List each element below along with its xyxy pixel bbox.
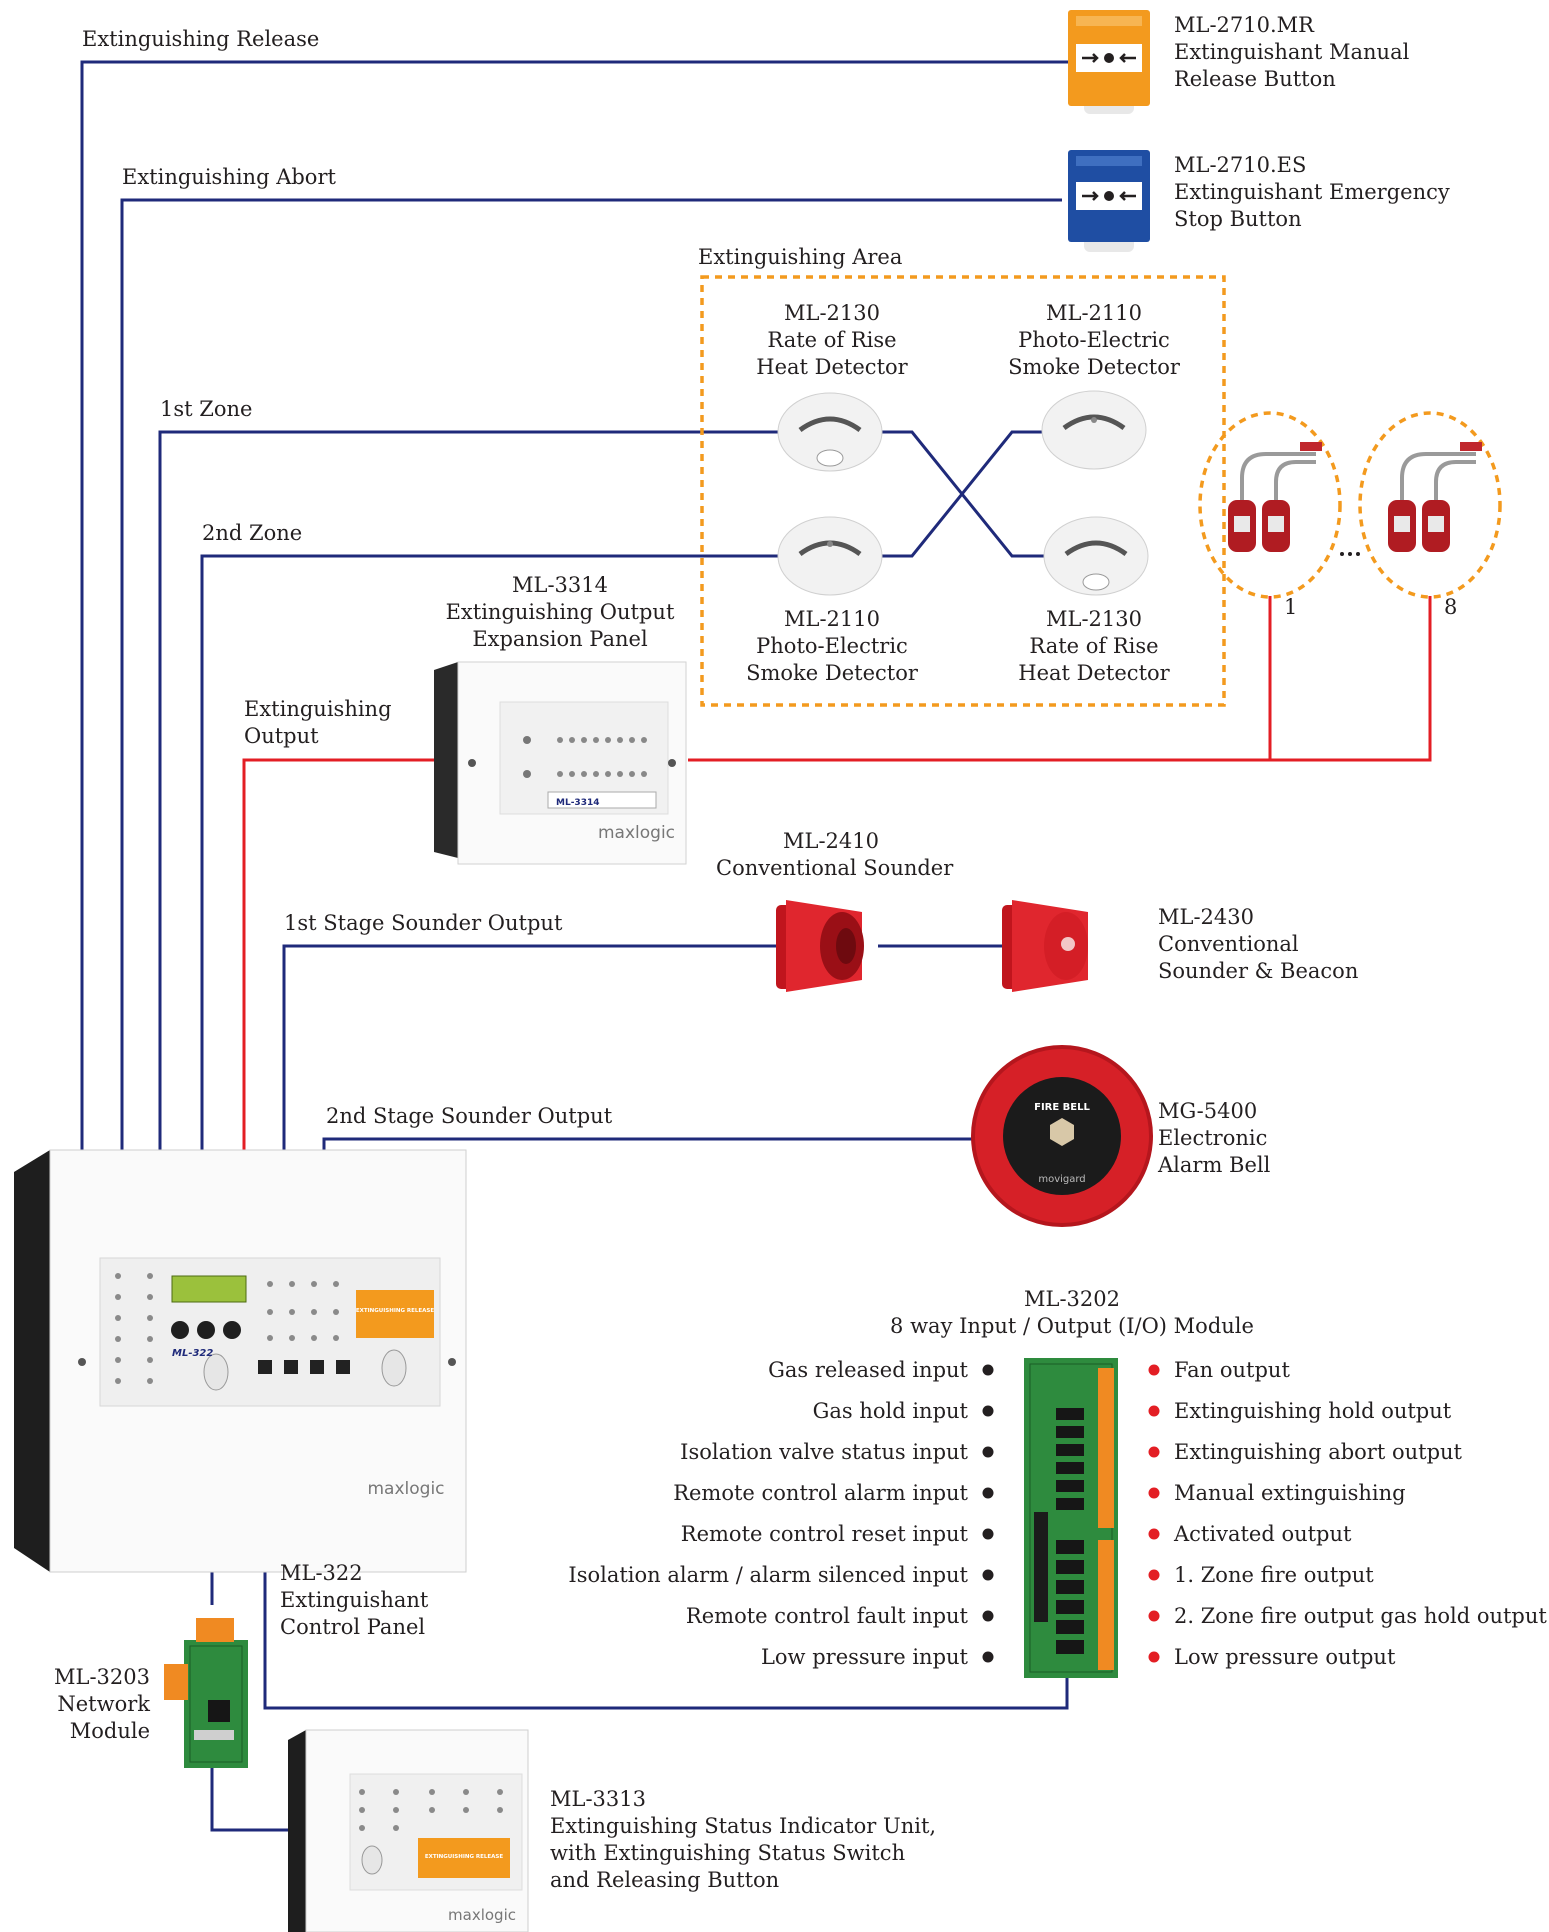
label-zone-1: 1st Zone: [160, 397, 253, 421]
status-indicator-unit-icon: [288, 1729, 529, 1932]
label-cylinder-last: 8: [1444, 595, 1458, 619]
expansion-panel-model-mark: ML-3314: [556, 798, 599, 808]
status-unit-release-label: EXTINGUISHING RELEASE: [425, 1854, 504, 1860]
status-unit-brand: maxlogic: [448, 1906, 516, 1924]
io-input-4: Remote control alarm input: [673, 1481, 968, 1505]
control-panel-icon: [14, 1149, 467, 1573]
wire-network-to-status-unit: [210, 1760, 306, 1832]
wire-extinguishing-release: [80, 60, 1074, 1152]
label-manual-release: ML-2710.MR Extinguishant Manual Release …: [1174, 13, 1410, 91]
extinguishing-area-border: [700, 275, 1226, 707]
gas-cylinder-group-1: [1198, 411, 1342, 599]
wire-zone-1: [158, 430, 782, 1152]
label-zone-2: 2nd Zone: [202, 521, 303, 545]
signal-wiring: [80, 60, 1074, 1832]
io-output-5: Activated output: [1174, 1522, 1352, 1546]
label-extinguishing-output: Extinguishing Output: [244, 697, 392, 748]
label-stage1-sounder: 1st Stage Sounder Output: [284, 911, 563, 935]
output-wiring: [242, 596, 1432, 1162]
io-input-5: Remote control reset input: [680, 1522, 968, 1546]
label-detector-bottom-left: ML-2110 Photo-Electric Smoke Detector: [746, 607, 918, 685]
io-output-7: 2. Zone fire output gas hold output: [1174, 1604, 1547, 1628]
control-panel-brand: maxlogic: [367, 1479, 444, 1499]
io-input-2: Gas hold input: [812, 1399, 968, 1423]
label-io-module: ML-3202 8 way Input / Output (I/O) Modul…: [890, 1287, 1254, 1338]
io-output-1: Fan output: [1174, 1358, 1290, 1382]
sounder-beacon-icon: [1002, 900, 1088, 992]
io-input-6: Isolation alarm / alarm silenced input: [568, 1563, 968, 1587]
io-output-2: Extinguishing hold output: [1174, 1399, 1452, 1423]
label-extinguishing-area: Extinguishing Area: [698, 245, 903, 269]
sounder-icon: [776, 900, 864, 992]
label-cylinder-first: 1: [1284, 595, 1298, 619]
label-emergency-stop: ML-2710.ES Extinguishant Emergency Stop …: [1174, 153, 1450, 231]
manual-release-button-icon: [1068, 10, 1150, 114]
io-input-8: Low pressure input: [760, 1645, 968, 1669]
io-module-icon: [1024, 1358, 1118, 1678]
label-extinguishing-release: Extinguishing Release: [82, 27, 320, 51]
expansion-panel-icon: [434, 661, 687, 865]
label-sounder: ML-2410 Conventional Sounder: [716, 829, 954, 880]
io-output-4: Manual extinguishing: [1174, 1481, 1406, 1505]
wire-detector-link-bottom: [880, 430, 1046, 558]
io-output-8: Low pressure output: [1174, 1645, 1396, 1669]
detector-heat-bottom-right: [1043, 516, 1149, 596]
control-panel-release-label: EXTINGUISHING RELEASE: [356, 1308, 435, 1314]
detector-smoke-bottom-left: [777, 516, 883, 596]
cylinder-ellipsis: [1340, 552, 1360, 556]
wire-stage1-sounder: [282, 944, 780, 1162]
alarm-bell-title: FIRE BELL: [1034, 1102, 1090, 1113]
alarm-bell-brand: movigard: [1038, 1174, 1085, 1185]
detector-heat-top-left: [777, 392, 883, 472]
expansion-panel-brand: maxlogic: [598, 823, 675, 843]
label-sounder-beacon: ML-2430 Conventional Sounder & Beacon: [1158, 905, 1359, 983]
label-extinguishing-abort: Extinguishing Abort: [122, 165, 336, 189]
alarm-bell-icon: [971, 1045, 1153, 1227]
emergency-stop-button-icon: [1068, 150, 1150, 252]
wire-zone-2: [200, 554, 782, 1152]
label-control-panel: ML-322 Extinguishant Control Panel: [280, 1561, 429, 1639]
gas-cylinder-group-8: [1358, 411, 1502, 599]
wire-extinguishing-output: [242, 758, 434, 1162]
wire-io-module: [263, 1565, 1069, 1710]
io-output-3: Extinguishing abort output: [1174, 1440, 1462, 1464]
control-panel-model-mark: ML-322: [172, 1348, 213, 1359]
io-input-bullets: [982, 1364, 994, 1663]
io-output-bullets: [1148, 1364, 1160, 1663]
network-module-icon: [164, 1618, 248, 1768]
label-alarm-bell: MG-5400 Electronic Alarm Bell: [1158, 1099, 1271, 1177]
io-input-7: Remote control fault input: [685, 1604, 968, 1628]
wire-extinguishing-abort: [120, 198, 1062, 1152]
detector-smoke-top-right: [1041, 390, 1147, 470]
label-network-module: ML-3203 Network Module: [54, 1665, 150, 1743]
label-output-expansion: ML-3314 Extinguishing Output Expansion P…: [445, 573, 675, 651]
io-input-3: Isolation valve status input: [680, 1440, 968, 1464]
wire-output-to-cylinders: [688, 596, 1432, 762]
label-detector-bottom-right: ML-2130 Rate of Rise Heat Detector: [1018, 607, 1170, 685]
label-detector-top-right: ML-2110 Photo-Electric Smoke Detector: [1008, 301, 1180, 379]
label-detector-top-left: ML-2130 Rate of Rise Heat Detector: [756, 301, 908, 379]
label-stage2-sounder: 2nd Stage Sounder Output: [326, 1104, 613, 1128]
io-input-1: Gas released input: [768, 1358, 968, 1382]
io-output-6: 1. Zone fire output: [1174, 1563, 1374, 1587]
label-status-unit: ML-3313 Extinguishing Status Indicator U…: [550, 1787, 937, 1892]
